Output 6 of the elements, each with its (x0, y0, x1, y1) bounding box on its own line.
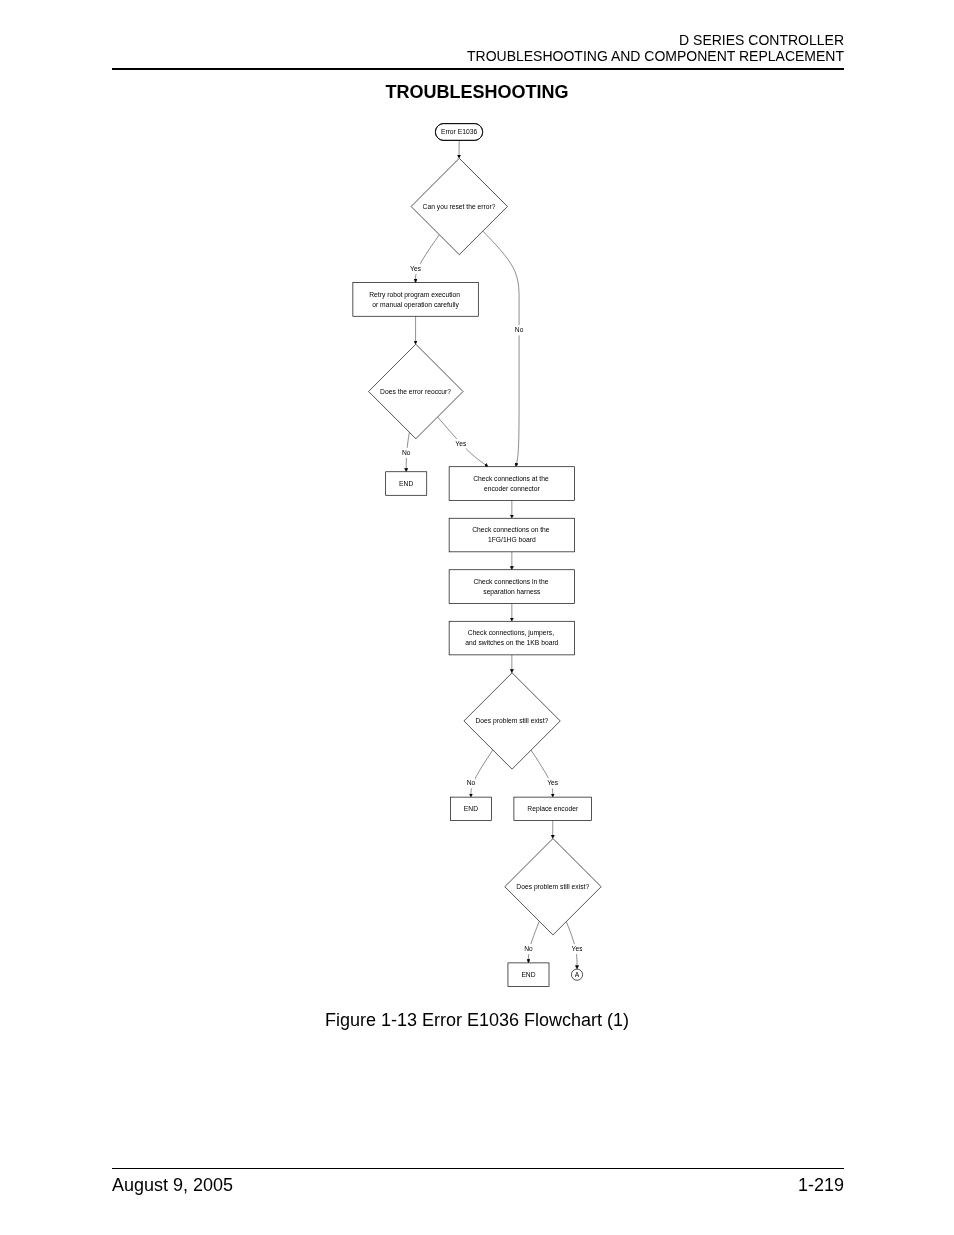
page-number: 1-219 (797, 1175, 844, 1196)
header-text: D SERIES CONTROLLER (678, 32, 844, 48)
figure-caption: Figure 1-13 Error E1036 Flowchart (1) (323, 1010, 631, 1031)
header-text: TROUBLESHOOTING AND COMPONENT REPLACEMENT (467, 48, 844, 64)
footer-date: August 9, 2005 (112, 1175, 234, 1196)
page-title: TROUBLESHOOTING (384, 82, 570, 103)
